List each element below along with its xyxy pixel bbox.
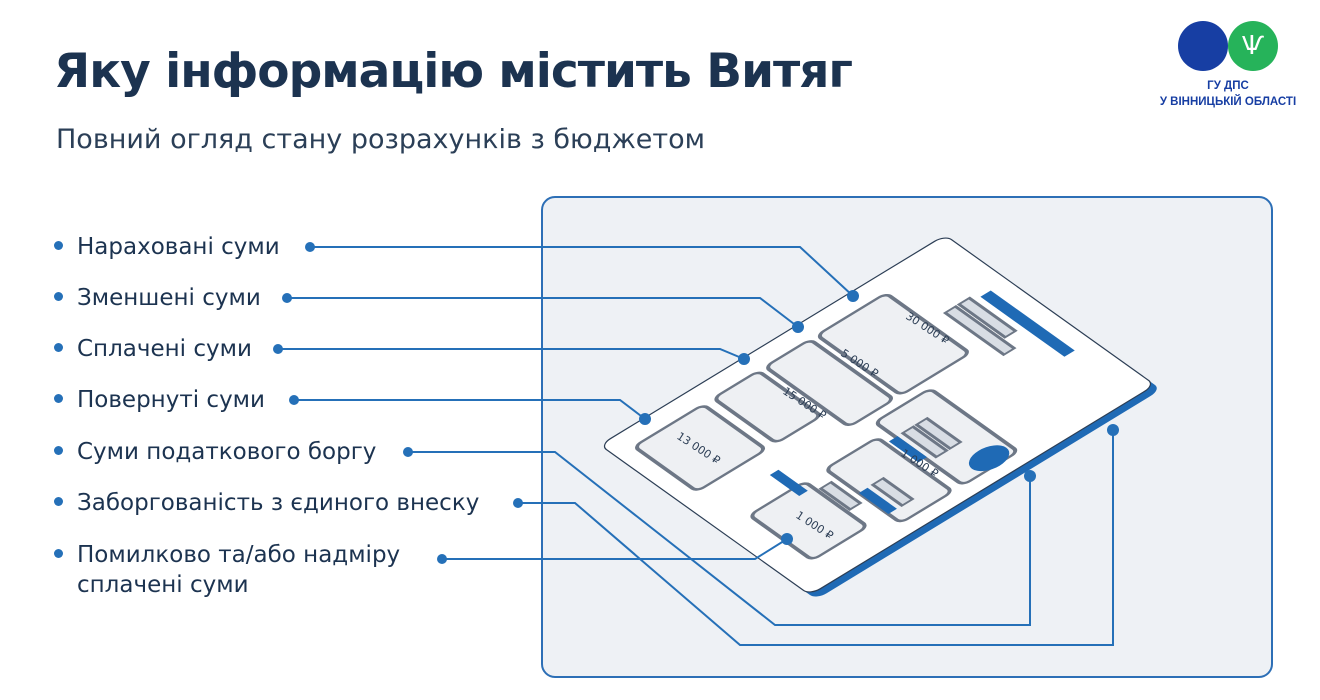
logo-blue-circle	[1178, 21, 1228, 71]
page-subtitle: Повний огляд стану розрахунків з бюджето…	[56, 124, 706, 155]
connector-lines	[278, 246, 1114, 646]
list-item-reduced: Зменшені суми	[54, 283, 261, 313]
connector-dot	[792, 321, 804, 333]
text-line	[942, 304, 1017, 357]
seal-emblem	[968, 445, 1010, 472]
amount-card	[635, 405, 766, 491]
bullet-icon	[54, 343, 63, 352]
bullet-icon	[54, 292, 63, 301]
text-line	[818, 480, 863, 511]
connector	[278, 348, 745, 360]
value-bar	[888, 436, 927, 463]
connector-dot	[847, 290, 859, 302]
amount-card	[817, 293, 969, 395]
connector-dot	[513, 498, 523, 508]
list-item-label: Помилково та/або надміру	[77, 542, 401, 568]
connector-dot	[437, 554, 447, 564]
text-line	[914, 416, 963, 451]
connector-dot	[1107, 424, 1119, 436]
list-item-label: Заборгованість з єдиного внеску	[77, 490, 480, 516]
list-item-overpaid: Помилково та/або надміру сплачені суми	[54, 540, 400, 600]
value-bar	[769, 469, 808, 497]
list-item-paid: Сплачені суми	[54, 334, 252, 364]
header-bar	[980, 290, 1075, 357]
list-item-label-line2: сплачені суми	[77, 572, 249, 598]
value-bar	[858, 487, 897, 515]
amount-card	[826, 438, 952, 523]
connector-dot	[403, 447, 413, 457]
list-item-label: Сплачені суми	[77, 336, 252, 362]
logo-line1: ГУ ДПС	[1207, 80, 1249, 92]
list-item-returned: Повернуті суми	[54, 385, 265, 415]
connector-dot	[282, 293, 292, 303]
connector-dot	[781, 533, 793, 545]
connector	[294, 399, 646, 420]
list-item-label: Повернуті суми	[77, 387, 265, 413]
text-line	[900, 425, 949, 459]
connector	[442, 538, 788, 560]
connector	[408, 451, 1031, 626]
list-item-label: Суми податкового боргу	[77, 439, 377, 465]
amount-card	[750, 482, 867, 560]
trident-icon: Ѱ	[1228, 21, 1278, 71]
connector-dot	[273, 344, 283, 354]
logo: Ѱ ГУ ДПС У ВІННИЦЬКІЙ ОБЛАСТІ	[1150, 18, 1310, 118]
bullet-icon	[54, 394, 63, 403]
text-line	[956, 296, 1018, 339]
connector	[287, 297, 799, 328]
bullet-icon	[54, 241, 63, 250]
bullet-icon	[54, 497, 63, 506]
connector-dot	[305, 242, 315, 252]
logo-line2: У ВІННИЦЬКІЙ ОБЛАСТІ	[1159, 96, 1297, 108]
list-item-tax-debt: Суми податкового боргу	[54, 437, 376, 467]
list-item-esv-debt: Заборгованість з єдиного внеску	[54, 488, 479, 518]
document-illustration	[600, 235, 1157, 597]
list-item-label: Зменшені суми	[77, 285, 261, 311]
connector-dot	[738, 353, 750, 365]
connector-dot	[639, 413, 651, 425]
text-line	[870, 476, 915, 508]
list-item-label: Нараховані суми	[77, 234, 280, 260]
connector-dot	[289, 395, 299, 405]
amount-card	[766, 340, 893, 426]
document-sheet	[600, 235, 1155, 595]
connector	[518, 430, 1114, 646]
bullet-icon	[54, 549, 63, 558]
connector-dot	[1024, 470, 1036, 482]
connector	[310, 246, 854, 297]
amount-card	[714, 371, 821, 443]
list-item-accrued: Нараховані суми	[54, 232, 280, 262]
bullet-icon	[54, 446, 63, 455]
page-title: Яку інформацію містить Витяг	[54, 44, 853, 99]
